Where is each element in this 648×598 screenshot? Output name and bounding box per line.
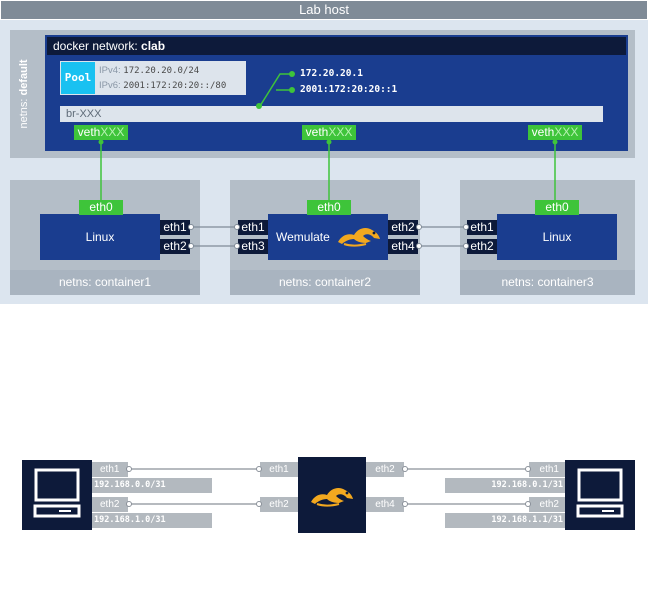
left-ip-2: 192.168.1.0/31 [92, 513, 212, 528]
pool-ipv4-value: 172.20.20.0/24 [123, 66, 200, 76]
container2-port-eth4: eth4 [388, 239, 418, 254]
gateway-connector [259, 73, 291, 107]
gateway-ipv4-text: 172.20.20.1 [300, 68, 363, 79]
left-port-eth2: eth2 [92, 497, 128, 512]
topology-dots [126, 466, 531, 507]
wemulate-right-eth2: eth2 [366, 462, 404, 477]
container2-netns: netns: container2 [230, 270, 420, 295]
bridge-bar: br-XXX [60, 106, 603, 122]
container1-port-eth1: eth1 [160, 220, 190, 235]
gateway-dot-ipv6 [289, 87, 295, 93]
container1-netns: netns: container1 [10, 270, 200, 295]
pool-title-text: Pool [64, 71, 92, 84]
pool-ipv4: IPv4: 172.20.20.0/24 [99, 64, 244, 78]
gateway-ipv6: 2001:172:20:20::1 [300, 83, 440, 97]
container3-port-eth2: eth2 [467, 239, 497, 254]
pool-title: Pool [61, 62, 95, 94]
veth-1: vethXXX [74, 125, 128, 140]
veth-dots [98, 139, 558, 145]
topology-links [128, 468, 529, 505]
left-computer-icon [31, 467, 83, 519]
veth-2: vethXXX [302, 125, 356, 140]
wemulate-bottom-logo-icon [308, 482, 356, 508]
bridge-dot [256, 103, 262, 109]
container1-port-eth2: eth2 [160, 239, 190, 254]
container2-node: Wemulate [268, 214, 388, 260]
right-port-eth1: eth1 [529, 462, 565, 477]
right-computer-icon [574, 467, 626, 519]
dataplane-links [190, 226, 467, 247]
container2-port-eth3: eth3 [238, 239, 268, 254]
docker-network-name: clab [141, 39, 166, 53]
gateway-dot-ipv4 [289, 71, 295, 77]
gateway-ipv4: 172.20.20.1 [300, 67, 440, 81]
container2-eth0: eth0 [307, 200, 351, 215]
container3-netns: netns: container3 [460, 270, 635, 295]
right-port-eth2: eth2 [529, 497, 565, 512]
wemulate-left-eth1: eth1 [260, 462, 298, 477]
left-host [22, 460, 92, 530]
container3-node: Linux [497, 214, 617, 260]
container3-eth0: eth0 [535, 200, 579, 215]
right-ip-1: 192.168.0.1/31 [445, 478, 565, 493]
right-ip-2: 192.168.1.1/31 [445, 513, 565, 528]
pool-ipv6-value: 2001:172:20:20::/80 [123, 81, 227, 91]
left-port-eth1: eth1 [92, 462, 128, 477]
lab-host-title-text: Lab host [299, 2, 349, 17]
container1-node-label: Linux [85, 230, 115, 244]
container2-port-eth2: eth2 [388, 220, 418, 235]
left-ip-1: 192.168.0.0/31 [92, 478, 212, 493]
gateway-ipv6-text: 2001:172:20:20::1 [300, 84, 398, 95]
pool-ipv6: IPv6: 2001:172:20:20::/80 [99, 79, 244, 93]
container2-node-label: Wemulate [276, 230, 330, 244]
veth-links [100, 140, 556, 200]
container3-port-eth1: eth1 [467, 220, 497, 235]
container3-node-label: Linux [542, 230, 572, 244]
container1-eth0: eth0 [79, 200, 123, 215]
dataplane-dots [188, 224, 469, 249]
wemulate-logo-icon [336, 222, 382, 248]
veth-3: vethXXX [528, 125, 582, 140]
pool-ipv4-label: IPv4: [99, 65, 121, 76]
container1-node: Linux [40, 214, 160, 260]
pool-ipv6-label: IPv6: [99, 80, 121, 91]
bridge-name: br-XXX [66, 108, 102, 120]
right-host [565, 460, 635, 530]
container2-port-eth1: eth1 [238, 220, 268, 235]
docker-network-header: docker network: clab [47, 37, 626, 55]
wemulate-left-eth2: eth2 [260, 497, 298, 512]
docker-network-label: docker network: [53, 39, 138, 53]
wemulate-right-eth4: eth4 [366, 497, 404, 512]
